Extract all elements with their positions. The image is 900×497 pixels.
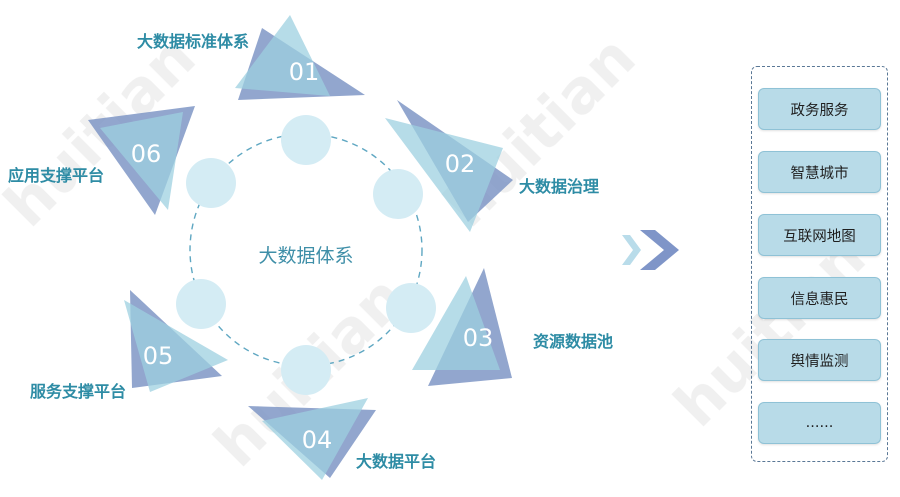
segment-label-01: 大数据标准体系 [137,32,249,51]
ring-node-5 [176,279,226,329]
chevron-double-right-icon [622,230,679,270]
segment-triangle-3: 03 [412,268,512,386]
applications-panel: 政务服务 智慧城市 互联网地图 信息惠民 舆情监测 ...... [751,66,888,462]
segment-triangle-2: 02 [385,100,513,232]
ring-node-6 [186,158,236,208]
segment-number-4: 04 [302,426,333,454]
center-title: 大数据体系 [258,245,353,267]
triangle-light-4 [262,398,368,480]
ring-node-1 [281,115,331,165]
segment-number-2: 02 [445,150,476,178]
triangle-light-2 [385,118,503,232]
segment-label-05: 服务支撑平台 [30,382,126,401]
segment-triangle-1: 01 [235,15,365,100]
segment-triangle-5: 05 [124,290,228,392]
app-item-gov-services[interactable]: 政务服务 [758,88,881,130]
app-item-smart-city[interactable]: 智慧城市 [758,151,881,193]
segment-label-02: 大数据治理 [519,177,599,196]
segment-number-6: 06 [131,140,162,168]
app-item-internet-map[interactable]: 互联网地图 [758,214,881,256]
app-item-more[interactable]: ...... [758,402,881,444]
segment-number-3: 03 [463,324,494,352]
segment-triangle-4: 04 [248,398,376,480]
segment-label-04: 大数据平台 [356,452,436,471]
dashed-ring [189,133,423,367]
segment-triangle-6: 06 [88,106,195,215]
app-item-info-benefit[interactable]: 信息惠民 [758,277,881,319]
watermark: huitian huitian huitian huitian [0,22,879,480]
app-item-opinion-monitoring[interactable]: 舆情监测 [758,339,881,381]
triangle-light-6 [100,112,183,210]
triangle-light-5 [124,300,228,392]
segment-label-06: 应用支撑平台 [8,166,104,185]
ring-node-3 [386,283,436,333]
triangle-light-1 [235,15,330,96]
ring-node-4 [281,345,331,395]
segment-number-5: 05 [143,342,174,370]
segment-label-03: 资源数据池 [533,332,613,351]
ring-node-2 [373,169,423,219]
segment-number-1: 01 [289,58,320,86]
triangle-light-3 [412,276,500,370]
